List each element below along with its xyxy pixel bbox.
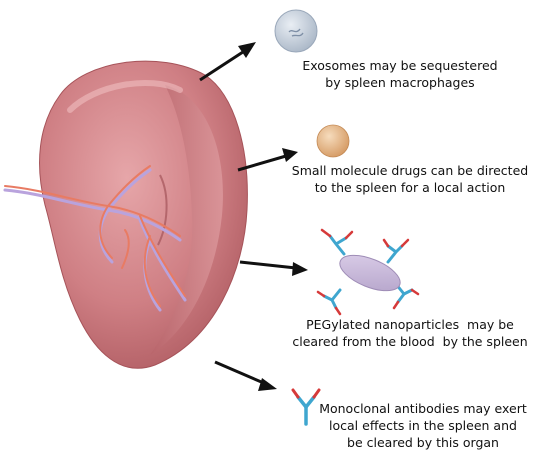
spleen-highlight xyxy=(67,79,183,113)
arrow-nanoparticle xyxy=(239,260,308,276)
caption-monoclonal-antibodies: Monoclonal antibodies may exert local ef… xyxy=(318,400,528,451)
exosome-icon xyxy=(274,9,318,53)
caption-small-molecule-line-1: Small molecule drugs can be directed xyxy=(291,163,529,178)
spleen-illustration xyxy=(3,60,248,369)
arrows xyxy=(199,42,308,391)
spleen-hilum-fold xyxy=(150,85,223,355)
peg-chains xyxy=(316,228,420,316)
splenic-vessels xyxy=(3,165,187,312)
caption-small-molecule-drugs: Small molecule drugs can be directed to … xyxy=(265,162,550,196)
splenic-artery xyxy=(4,165,186,307)
arrow-antibody xyxy=(214,360,277,391)
spleen-notch xyxy=(157,174,168,246)
caption-exosomes: Exosomes may be sequestered by spleen ma… xyxy=(300,57,500,91)
small-molecule-drug-icon xyxy=(316,124,350,158)
arrow-small-molecule xyxy=(237,148,298,172)
caption-antibody-line-3: be cleared by this organ xyxy=(347,435,499,450)
caption-peg-line-2: cleared from the blood by the spleen xyxy=(292,334,528,349)
caption-antibody-line-2: local effects in the spleen and xyxy=(329,418,517,433)
caption-peg-line-1: PEGylated nanoparticles may be xyxy=(306,317,514,332)
arrow-exosome xyxy=(199,42,256,82)
pegylated-nanoparticle-icon xyxy=(316,228,420,316)
antibody-icon xyxy=(291,388,321,426)
caption-antibody-line-1: Monoclonal antibodies may exert xyxy=(319,401,527,416)
caption-exosomes-line-2: by spleen macrophages xyxy=(325,75,475,90)
caption-pegylated-nanoparticles: PEGylated nanoparticles may be cleared f… xyxy=(290,316,530,350)
caption-exosomes-line-1: Exosomes may be sequestered xyxy=(302,58,498,73)
caption-small-molecule-line-2: to the spleen for a local action xyxy=(314,180,506,195)
